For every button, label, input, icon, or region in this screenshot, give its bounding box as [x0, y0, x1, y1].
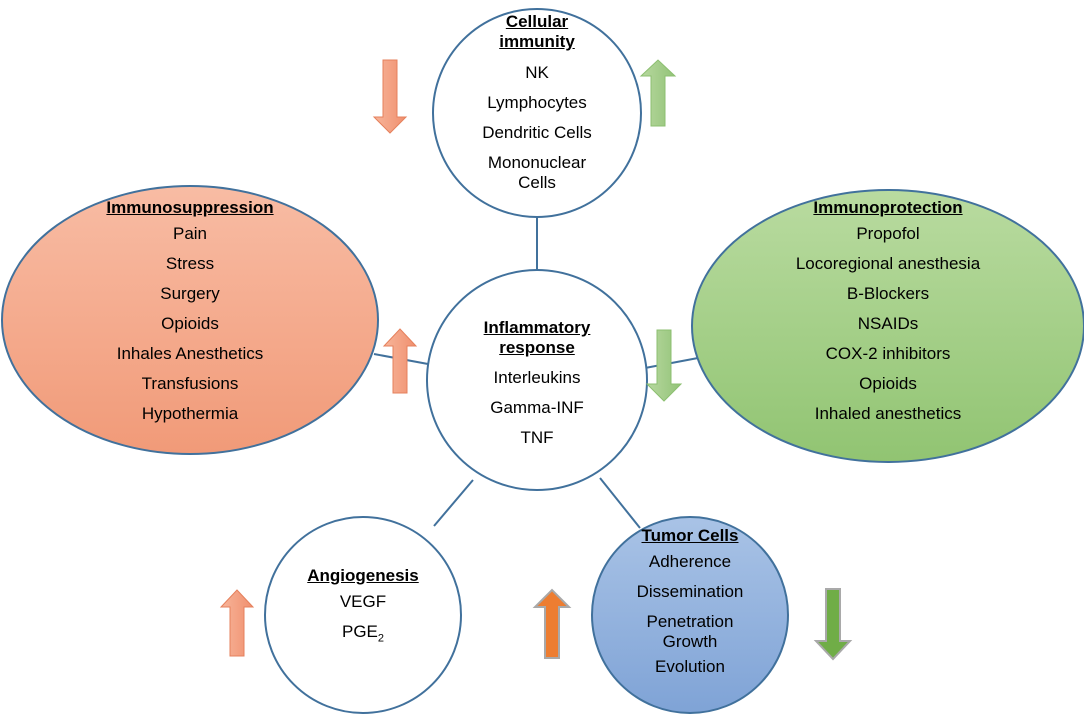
- cellular-immunity-node: Cellular immunity NK Lymphocytes Dendrit…: [437, 10, 637, 210]
- cellular-item-dendritic: Dendritic Cells: [482, 123, 592, 142]
- up-arrow-icon: [532, 588, 572, 659]
- cellular-item-cells: Cells: [518, 173, 556, 192]
- cellular-immunity-circle: [432, 8, 642, 218]
- angiogenesis-item-vegf: VEGF: [339, 592, 387, 611]
- tumor-cells-node: Tumor Cells Adherence Dissemination Pene…: [600, 526, 780, 706]
- inflammatory-title-line2: response: [499, 338, 575, 357]
- immunoprotection-item: Locoregional anesthesia: [795, 254, 981, 273]
- inflammatory-response-circle: [426, 269, 648, 491]
- cellular-item-mononuclear: Mononuclear: [487, 153, 587, 172]
- immunosuppression-item: Inhales Anesthetics: [116, 344, 264, 363]
- angiogenesis-title: Angiogenesis: [307, 566, 419, 585]
- tumor-item: Evolution: [655, 657, 725, 676]
- up-arrow-icon: [382, 328, 418, 394]
- immunosuppression-item: Surgery: [160, 284, 220, 303]
- tumor-item: Growth: [662, 632, 718, 651]
- immunosuppression-title: Immunosuppression: [106, 198, 274, 217]
- immunoprotection-item: NSAIDs: [857, 314, 919, 333]
- tumor-cells-title: Tumor Cells: [641, 526, 739, 545]
- inflammatory-response-node: Inflammatory response Interleukins Gamma…: [437, 318, 637, 468]
- connector-bottom-left: [433, 479, 474, 527]
- immunosuppression-item: Stress: [165, 254, 215, 273]
- down-arrow-icon: [372, 59, 408, 134]
- inflammatory-item: TNF: [520, 428, 554, 447]
- tumor-item: Adherence: [648, 552, 732, 571]
- immunosuppression-item: Hypothermia: [141, 404, 239, 423]
- cellular-item-nk: NK: [525, 63, 549, 82]
- down-arrow-icon: [645, 329, 683, 402]
- immunosuppression-item: Pain: [172, 224, 208, 243]
- immunoprotection-item: COX-2 inhibitors: [825, 344, 951, 363]
- angiogenesis-item-pge2: PGE2: [341, 622, 385, 645]
- up-arrow-icon: [639, 59, 677, 127]
- immunosuppression-item: Opioids: [161, 314, 219, 333]
- immunoprotection-item: B-Blockers: [846, 284, 930, 303]
- immunoprotection-item: Inhaled anesthetics: [814, 404, 962, 423]
- tumor-item: Dissemination: [636, 582, 744, 601]
- connector-bottom-right: [599, 477, 641, 529]
- cellular-immunity-title-line2: immunity: [499, 32, 575, 51]
- angiogenesis-node: Angiogenesis VEGF PGE2: [283, 566, 443, 666]
- inflammatory-title-line1: Inflammatory: [483, 318, 591, 337]
- immunosuppression-ellipse: [1, 185, 379, 455]
- immunosuppression-node: Immunosuppression Pain Stress Surgery Op…: [40, 198, 340, 446]
- immunoprotection-item: Propofol: [856, 224, 920, 243]
- immunoprotection-node: Immunoprotection Propofol Locoregional a…: [728, 198, 1048, 446]
- down-arrow-icon: [813, 588, 853, 661]
- inflammatory-item: Interleukins: [493, 368, 581, 387]
- inflammatory-item: Gamma-INF: [490, 398, 584, 417]
- immunoprotection-title: Immunoprotection: [813, 198, 963, 217]
- immunoprotection-ellipse: [691, 189, 1084, 463]
- tumor-item: Penetration: [646, 612, 734, 631]
- angiogenesis-circle: [264, 516, 462, 714]
- cellular-immunity-title-line1: Cellular: [505, 12, 569, 31]
- tumor-cells-circle: [591, 516, 789, 714]
- cellular-item-lymphocytes: Lymphocytes: [487, 93, 587, 112]
- immunoprotection-item: Opioids: [859, 374, 917, 393]
- immunosuppression-item: Transfusions: [141, 374, 239, 393]
- up-arrow-icon: [219, 589, 255, 657]
